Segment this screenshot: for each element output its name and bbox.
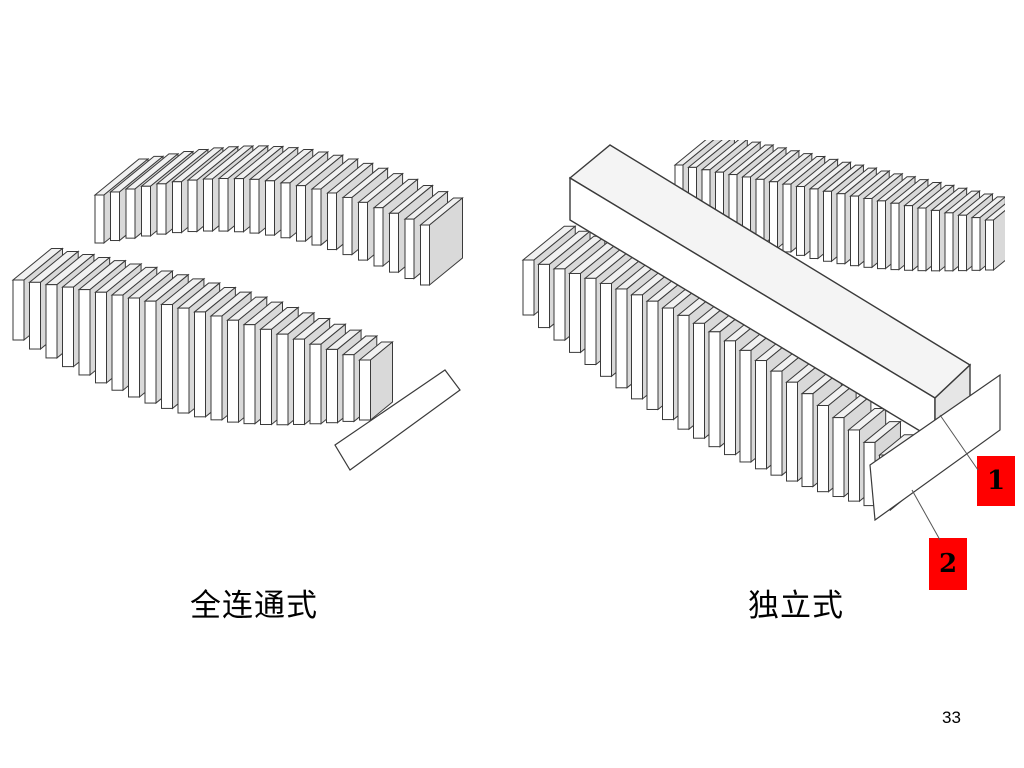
callout-label-1: 1 <box>977 456 1015 506</box>
fin-back-21 <box>419 196 464 287</box>
page-number: 33 <box>942 708 961 727</box>
side-plate <box>869 373 1001 522</box>
end-plate <box>334 369 461 471</box>
callout-label-2: 2 <box>929 538 967 590</box>
caption-independent: 独立式 <box>748 588 844 624</box>
fin-front-21 <box>358 340 394 422</box>
figure-independent-tray <box>521 140 1005 522</box>
figure-fully-connected-tray <box>11 144 464 471</box>
raised-channel <box>568 144 972 442</box>
fin-back-23 <box>984 203 1005 272</box>
caption-fully-connected: 全连通式 <box>190 588 318 624</box>
